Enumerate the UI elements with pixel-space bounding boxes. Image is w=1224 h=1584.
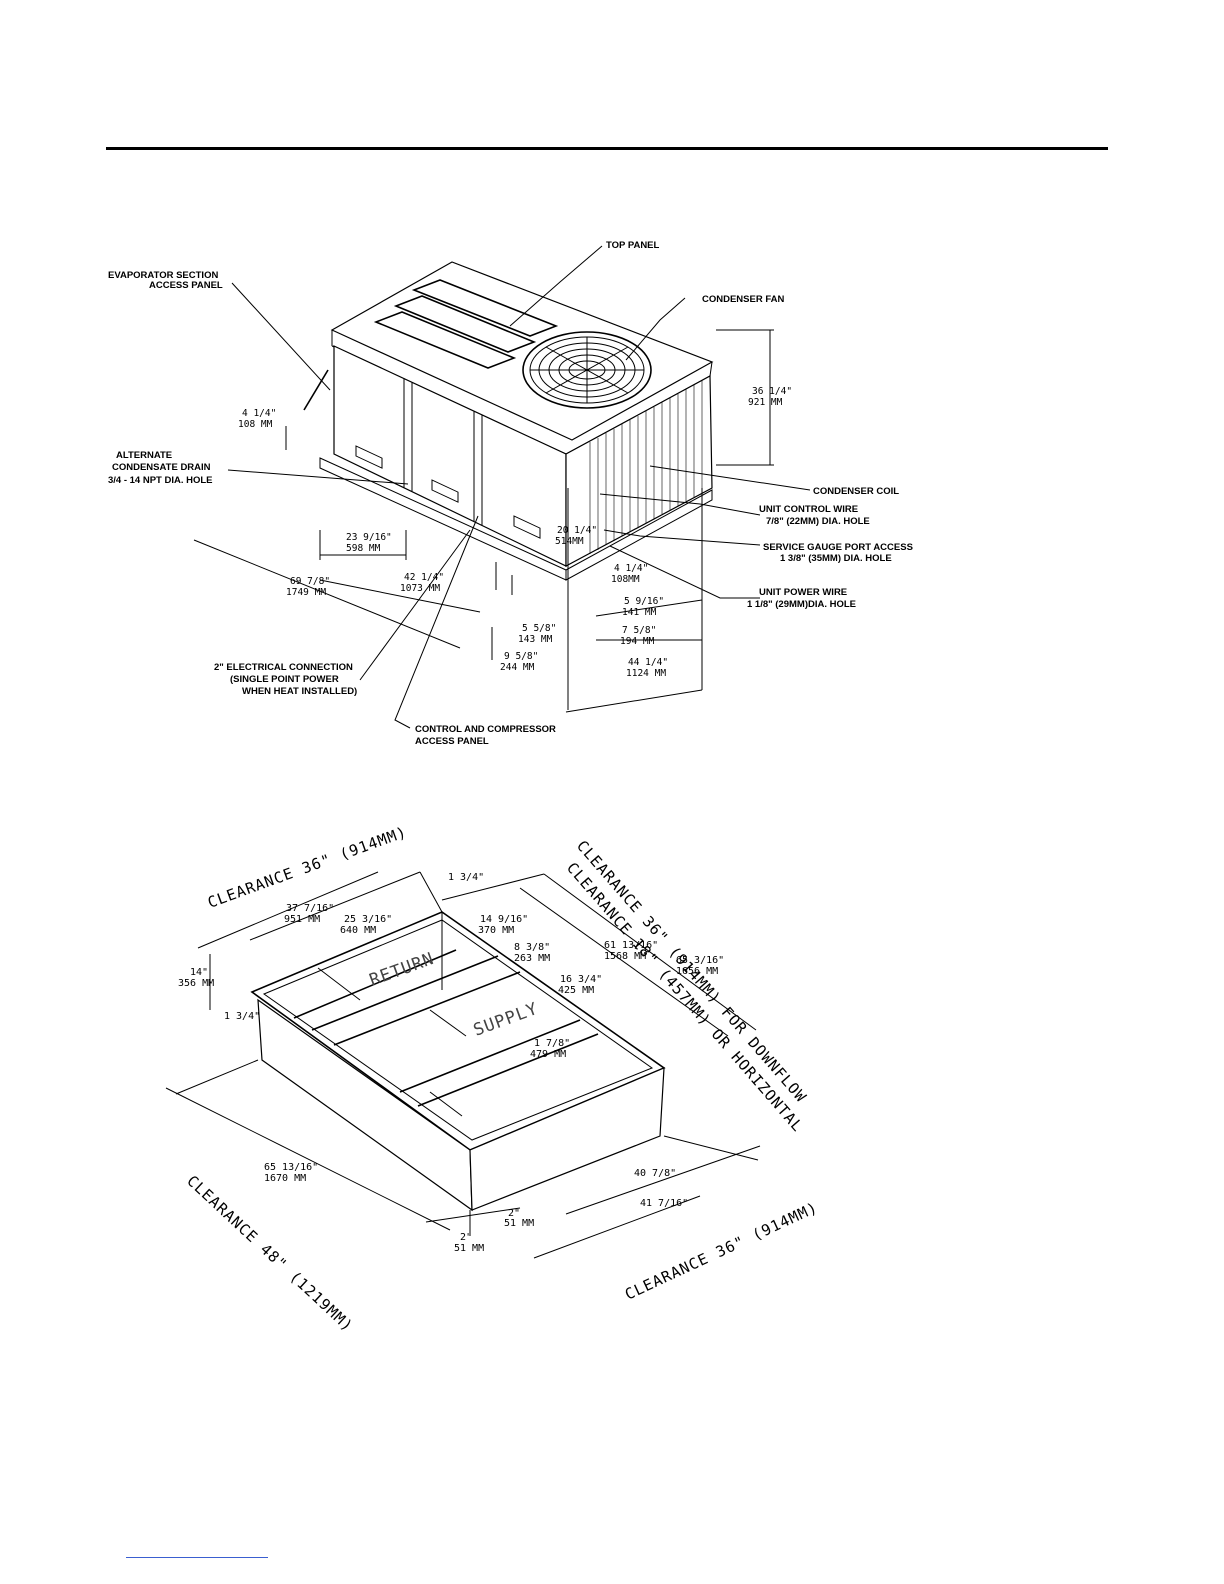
curb-dim-65-3-mm: 1656 MM xyxy=(676,966,718,977)
dim-length-mm: 1749 MM xyxy=(286,587,326,598)
curb-dim-61-in: 61 13/16" xyxy=(604,940,658,951)
dim-23-mm: 598 MM xyxy=(346,543,381,554)
label-evaporator-line1: EVAPORATOR SECTION xyxy=(108,270,218,281)
dim-9-in: 9 5/8" xyxy=(504,651,538,662)
dim-42-mm: 1073 MM xyxy=(400,583,440,594)
curb-dim-14-9-mm: 370 MM xyxy=(478,925,514,936)
dim-height-offset-in: 4 1/4" xyxy=(242,408,276,419)
condenser-fan-icon xyxy=(522,331,652,409)
curb-dim-65-13-mm: 1670 MM xyxy=(264,1173,306,1184)
curb-dim-14-in: 14" xyxy=(190,967,208,978)
label-top-panel: TOP PANEL xyxy=(606,240,660,251)
label-service-port-line2: 1 3/8" (35MM) DIA. HOLE xyxy=(780,553,892,564)
label-control-line2: ACCESS PANEL xyxy=(415,736,489,747)
clearance-bottom-left: CLEARANCE 48" (1219MM) xyxy=(183,1172,357,1336)
label-unit-control-line2: 7/8" (22MM) DIA. HOLE xyxy=(766,516,870,527)
header-rule xyxy=(106,147,1108,150)
curb-dim-41: 41 7/16" xyxy=(640,1198,688,1209)
dim-7-mm: 194 MM xyxy=(620,636,655,647)
dim-4-mm: 108MM xyxy=(611,574,640,585)
dim-unit-height-in: 36 1/4" xyxy=(752,386,792,397)
label-condenser-coil: CONDENSER COIL xyxy=(813,486,899,497)
dim-length-in: 69 7/8" xyxy=(290,576,330,587)
dim-9-mm: 244 MM xyxy=(500,662,535,673)
label-condenser-fan: CONDENSER FAN xyxy=(702,294,784,305)
curb-dim-1-7-mm: 479 MM xyxy=(530,1049,566,1060)
unit-diagram: TOP PANEL EVAPORATOR SECTION ACCESS PANE… xyxy=(108,240,913,747)
label-evaporator-line2: ACCESS PANEL xyxy=(149,280,223,291)
label-service-port-line1: SERVICE GAUGE PORT ACCESS xyxy=(763,542,913,553)
label-control-line1: CONTROL AND COMPRESSOR xyxy=(415,724,556,735)
dim-5-9-in: 5 9/16" xyxy=(624,596,664,607)
curb-dim-61-mm: 1568 MM xyxy=(604,951,646,962)
label-unit-power-line1: UNIT POWER WIRE xyxy=(759,587,847,598)
curb-dim-1-3-4-top: 1 3/4" xyxy=(448,872,484,883)
clearance-right-horizontal: CLEARANCE 18" (457MM) OR HORIZONTAL xyxy=(563,859,807,1136)
dim-4-in: 4 1/4" xyxy=(614,563,648,574)
dim-5-5-mm: 143 MM xyxy=(518,634,553,645)
dim-width-mm: 1124 MM xyxy=(626,668,666,679)
curb-dim-16-mm: 425 MM xyxy=(558,985,594,996)
curb-dim-2-left-mm: 51 MM xyxy=(454,1243,484,1254)
curb-dim-25-in: 25 3/16" xyxy=(344,914,392,925)
curb-dim-14-mm: 356 MM xyxy=(178,978,214,989)
dim-5-5-in: 5 5/8" xyxy=(522,623,556,634)
dim-42-in: 42 1/4" xyxy=(404,572,444,583)
footer-link-underline xyxy=(126,1557,268,1558)
curb-dim-65-13-in: 65 13/16" xyxy=(264,1162,318,1173)
label-alt-drain-line1: ALTERNATE xyxy=(116,450,172,461)
curb-dim-40: 40 7/8" xyxy=(634,1168,676,1179)
curb-dim-1-7-in: 1 7/8" xyxy=(534,1038,570,1049)
dim-7-in: 7 5/8" xyxy=(622,625,656,636)
label-alt-drain-line2: CONDENSATE DRAIN xyxy=(112,462,211,473)
curb-dim-16-in: 16 3/4" xyxy=(560,974,602,985)
curb-dim-2-left-in: 2" xyxy=(460,1232,472,1243)
curb-dim-8-in: 8 3/8" xyxy=(514,942,550,953)
curb-dim-65-3-in: 65 3/16" xyxy=(676,955,724,966)
dim-width-in: 44 1/4" xyxy=(628,657,668,668)
curb-dim-1-3-4-left: 1 3/4" xyxy=(224,1011,260,1022)
dim-height-offset-mm: 108 MM xyxy=(238,419,273,430)
dim-unit-height-mm: 921 MM xyxy=(748,397,783,408)
dim-20-mm: 514MM xyxy=(555,536,584,547)
label-elec-line1: 2" ELECTRICAL CONNECTION xyxy=(214,662,353,673)
supply-opening-label: SUPPLY xyxy=(471,999,541,1041)
curb-dim-8-mm: 263 MM xyxy=(514,953,550,964)
label-alt-drain-line3: 3/4 - 14 NPT DIA. HOLE xyxy=(108,475,213,486)
dim-20-in: 20 1/4" xyxy=(557,525,597,536)
dim-5-9-mm: 141 MM xyxy=(622,607,657,618)
clearance-top-left: CLEARANCE 36" (914MM) xyxy=(205,823,409,912)
label-unit-control-line1: UNIT CONTROL WIRE xyxy=(759,504,858,515)
curb-dim-2-right-mm: 51 MM xyxy=(504,1218,534,1229)
curb-dim-37-mm: 951 MM xyxy=(284,914,320,925)
curb-dim-37-in: 37 7/16" xyxy=(286,903,334,914)
curb-diagram: RETURN SUPPLY CLEARANCE 36" (914MM) CLEA… xyxy=(165,823,821,1336)
label-unit-power-line2: 1 1/8" (29MM)DIA. HOLE xyxy=(747,599,856,610)
curb-dim-14-9-in: 14 9/16" xyxy=(480,914,528,925)
curb-dim-2-right-in: 2" xyxy=(508,1208,520,1219)
dim-23-in: 23 9/16" xyxy=(346,532,392,543)
label-elec-line2: (SINGLE POINT POWER xyxy=(230,674,339,685)
curb-dim-25-mm: 640 MM xyxy=(340,925,376,936)
label-elec-line3: WHEN HEAT INSTALLED) xyxy=(242,686,357,697)
